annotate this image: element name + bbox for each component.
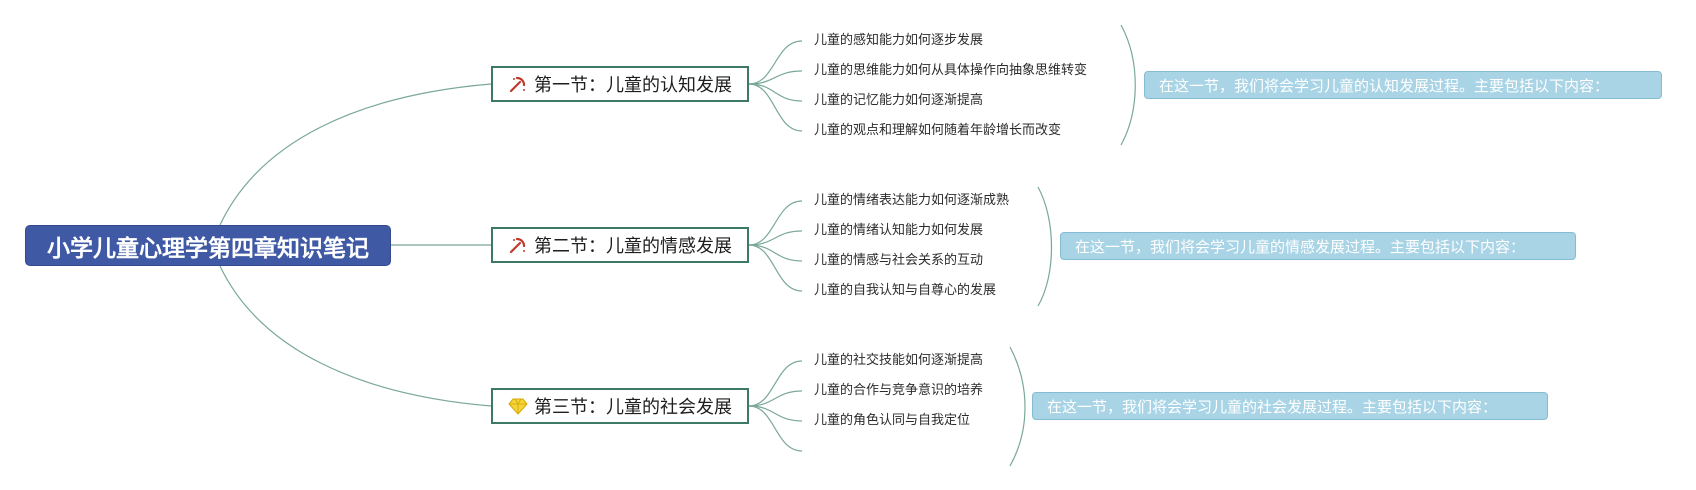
section-2-summary[interactable]: 在这一节，我们将会学习儿童的情感发展过程。主要包括以下内容：	[1060, 232, 1576, 260]
section-2-item-2[interactable]: 儿童的情绪认知能力如何发展	[814, 223, 984, 238]
root-title: 小学儿童心理学第四章知识笔记	[47, 235, 369, 262]
section-3-item-2[interactable]: 儿童的合作与竞争意识的培养	[814, 383, 984, 398]
gem-icon	[508, 398, 528, 415]
section-3-summary-text: 在这一节，我们将会学习儿童的社会发展过程。主要包括以下内容：	[1047, 397, 1498, 416]
section-2-topic[interactable]: 第二节：儿童的情感发展	[491, 227, 749, 263]
section-1-item-3[interactable]: 儿童的记忆能力如何逐渐提高	[814, 93, 984, 108]
section-2-item-1[interactable]: 儿童的情绪表达能力如何逐渐成熟	[814, 193, 1010, 208]
section-3-item-1[interactable]: 儿童的社交技能如何逐渐提高	[814, 353, 984, 368]
section-2-item-4[interactable]: 儿童的自我认知与自尊心的发展	[814, 283, 997, 298]
pick-icon	[509, 76, 526, 93]
section-1-title: 第一节：儿童的认知发展	[534, 75, 732, 96]
section-1-summary-text: 在这一节，我们将会学习儿童的认知发展过程。主要包括以下内容：	[1159, 76, 1610, 95]
section-3-topic[interactable]: 第三节：儿童的社会发展	[491, 388, 749, 424]
pick-icon	[509, 237, 526, 254]
section-2-item-3[interactable]: 儿童的情感与社会关系的互动	[814, 253, 984, 268]
section-2-title: 第二节：儿童的情感发展	[534, 236, 732, 257]
root-topic[interactable]: 小学儿童心理学第四章知识笔记	[25, 225, 391, 266]
section-1-item-2[interactable]: 儿童的思维能力如何从具体操作向抽象思维转变	[814, 63, 1088, 78]
section-3-title: 第三节：儿童的社会发展	[534, 397, 732, 418]
section-3-summary[interactable]: 在这一节，我们将会学习儿童的社会发展过程。主要包括以下内容：	[1032, 392, 1548, 420]
section-1-item-1[interactable]: 儿童的感知能力如何逐步发展	[814, 33, 984, 48]
section-3-item-3[interactable]: 儿童的角色认同与自我定位	[814, 413, 971, 428]
section-1-item-4[interactable]: 儿童的观点和理解如何随着年龄增长而改变	[814, 123, 1062, 138]
section-1-summary[interactable]: 在这一节，我们将会学习儿童的认知发展过程。主要包括以下内容：	[1144, 71, 1662, 99]
section-2-summary-text: 在这一节，我们将会学习儿童的情感发展过程。主要包括以下内容：	[1075, 237, 1526, 256]
section-1-topic[interactable]: 第一节：儿童的认知发展	[491, 66, 749, 102]
